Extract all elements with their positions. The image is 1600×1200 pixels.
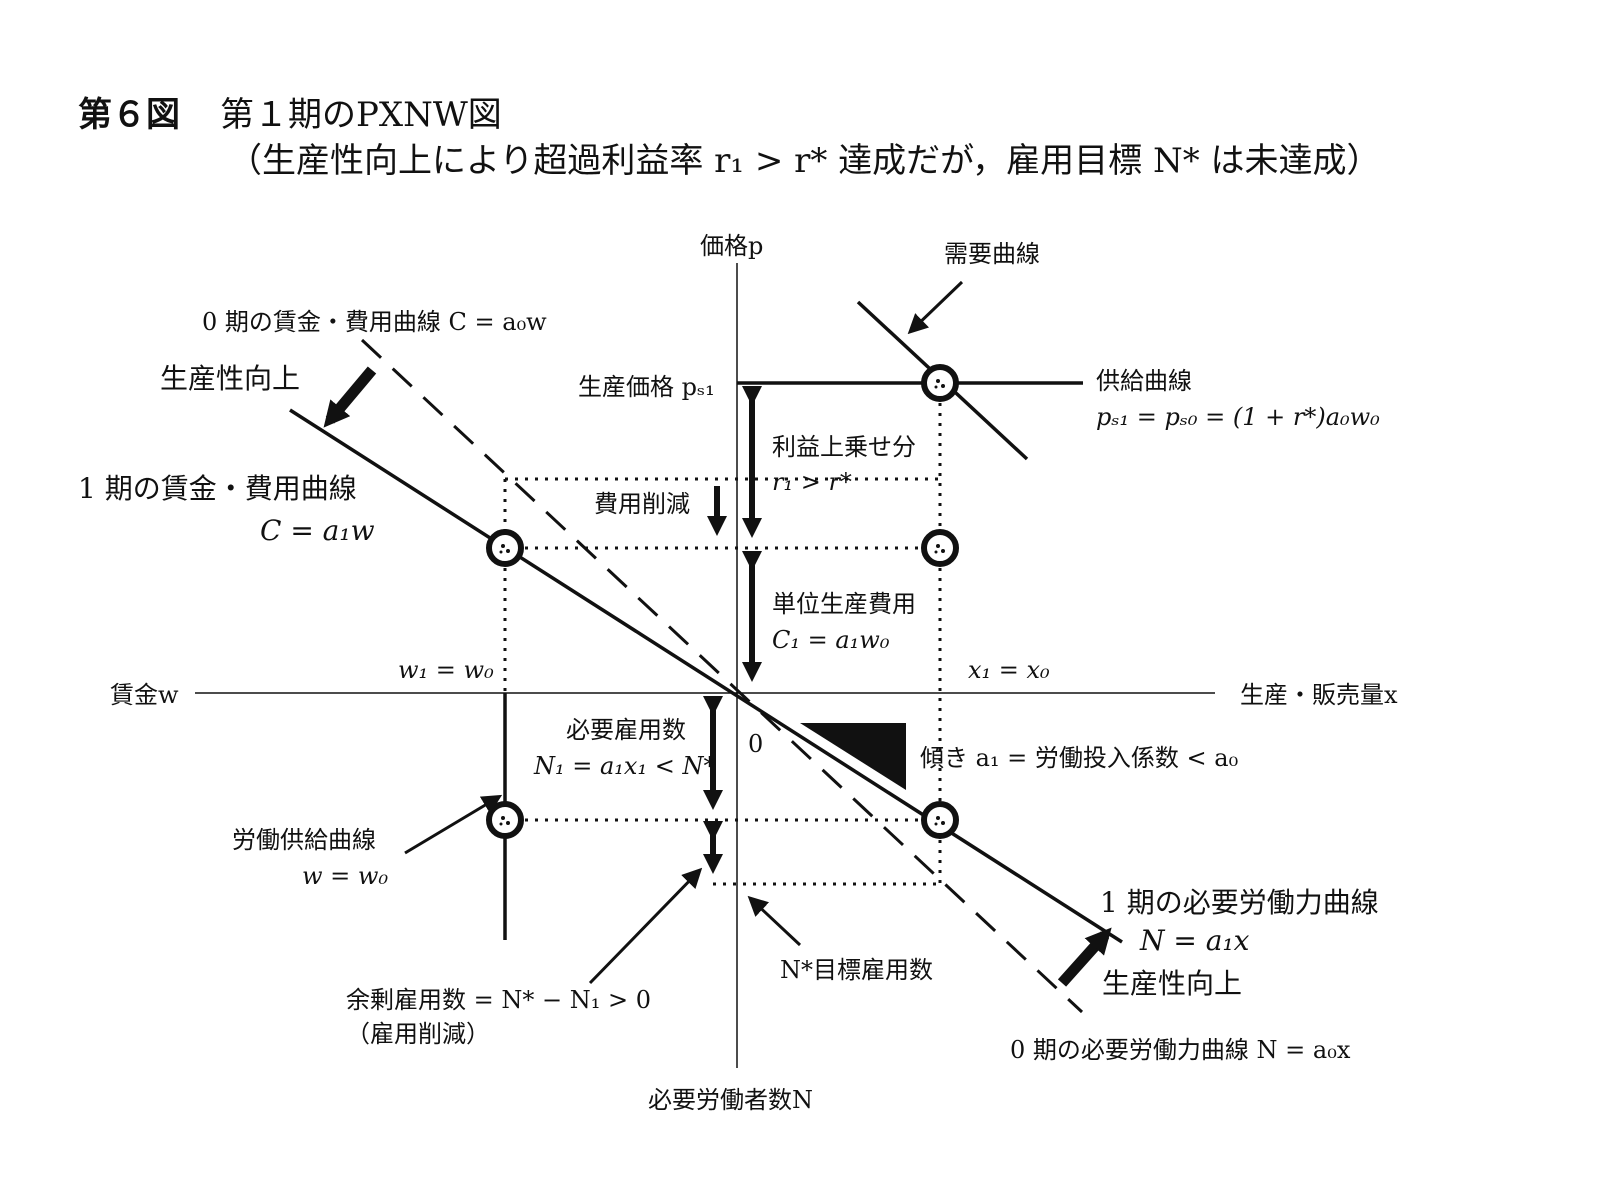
axis-label-wage: 賃金w: [110, 681, 179, 709]
circle-point: [921, 529, 959, 567]
dotted-guides: [503, 383, 942, 886]
labor-curve0-label: 0 期の必要労働力曲線 N = a₀x: [1010, 1036, 1351, 1064]
axis-label-labor: 必要労働者数N: [648, 1086, 813, 1114]
productivity-arrow-bottom: [1057, 927, 1112, 987]
wage-eq-label: w₁ = w₀: [398, 656, 494, 684]
surplus-pointer: [588, 867, 703, 985]
production-price-label: 生産価格 pₛ₁: [578, 373, 715, 401]
required-employment-eq: N₁ = a₁x₁ < N*: [533, 752, 715, 780]
figure-title-text: 第１期のPXNW図: [220, 95, 502, 135]
double-arrows: [703, 386, 762, 874]
period0-curve-line: [360, 338, 1084, 1014]
cost-curve1-name: 1 期の賃金・費用曲線: [78, 472, 357, 505]
pointer-arrows: [404, 280, 964, 985]
cost-reduction-label: 費用削減: [594, 490, 690, 518]
profit-markup-eq: r₁ > r*: [772, 468, 852, 496]
figure-title-block: 第６図第１期のPXNW図 （生産性向上により超過利益率 r₁ > r* 達成だが…: [78, 92, 1381, 184]
circle-point: [486, 801, 524, 839]
unit-cost-label: 単位生産費用: [772, 590, 916, 618]
period1-curve-line: [289, 408, 1123, 944]
labor-supply-name: 労働供給曲線: [232, 826, 376, 854]
figure-subtitle: （生産性向上により超過利益率 r₁ > r* 達成だが，雇用目標 N* は未達成…: [228, 141, 1381, 181]
profit-markup-label: 利益上乗せ分: [772, 433, 916, 461]
labor-supply-eq: w = w₀: [302, 862, 388, 890]
slope-triangle: [800, 723, 906, 790]
productivity-arrow-top: [323, 366, 377, 428]
circle-point: [486, 529, 524, 567]
cost-curve0-label: 0 期の賃金・費用曲線 C = a₀w: [202, 308, 547, 336]
required-employment-label: 必要雇用数: [566, 716, 686, 744]
circle-point: [921, 801, 959, 839]
supply-curve-name: 供給曲線: [1096, 367, 1192, 395]
labor-curve1-eq: N = a₁x: [1139, 924, 1250, 957]
target-employment-pointer: [747, 895, 802, 947]
cost-curve1-eq: C = a₁w: [260, 514, 375, 547]
demand-curve-label: 需要曲線: [944, 240, 1040, 268]
figure-title: 第６図第１期のPXNW図: [78, 92, 1381, 138]
axis-label-price: 価格p: [700, 232, 763, 260]
circle-point: [921, 364, 959, 402]
output-eq-label: x₁ = x₀: [968, 656, 1050, 684]
unit-cost-eq: C₁ = a₁w₀: [772, 626, 890, 654]
axis-label-output: 生産・販売量x: [1240, 681, 1398, 709]
equilibrium-points: [486, 364, 959, 839]
surplus-employment-label: 余剰雇用数 = N* − N₁ > 0: [346, 986, 651, 1014]
supply-curve-eq: pₛ₁ = pₛ₀ = (1 + r*)a₀w₀: [1096, 403, 1380, 431]
labor-curve1-name: 1 期の必要労働力曲線: [1100, 886, 1379, 919]
origin-label: 0: [748, 730, 763, 758]
labor-supply-pointer: [404, 794, 503, 855]
slope-label: 傾き a₁ = 労働投入係数 < a₀: [920, 744, 1238, 772]
demand-pointer: [907, 280, 964, 335]
figure-number: 第６図: [78, 95, 180, 135]
target-employment-label: N*目標雇用数: [780, 956, 933, 984]
productivity-up-bottom-label: 生産性向上: [1102, 967, 1242, 1000]
surplus-note-label: （雇用削減）: [346, 1020, 490, 1048]
productivity-up-top-label: 生産性向上: [160, 362, 300, 395]
